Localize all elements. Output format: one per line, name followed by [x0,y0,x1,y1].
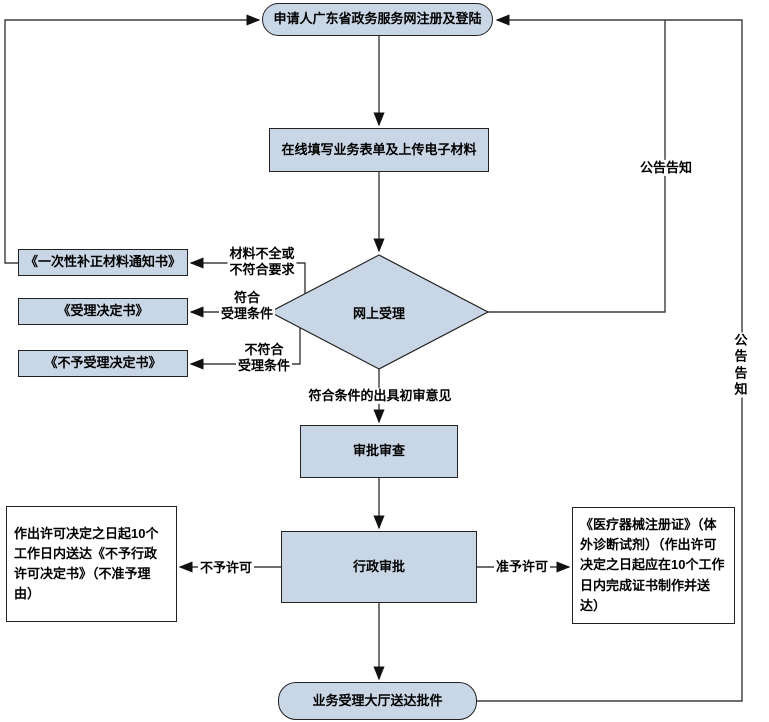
decision-node: 网上受理 [270,255,488,369]
supplement-notice-node: 《一次性补正材料通知书》 [18,249,188,276]
edge-label-grant: 准予许可 [493,558,551,576]
deny-result-label: 作出许可决定之日起10个工作日内送达《不予行政许可决定书》（不准予理由） [14,525,159,602]
edge-supplement-to-start [4,14,261,264]
edge-label-not-meets-conditions: 不符合 受理条件 [235,341,293,375]
start-node-label: 申请人广东省政务服务网注册及登陆 [273,11,482,27]
supplement-notice-label: 《一次性补正材料通知书》 [24,254,181,270]
online-form-node: 在线填写业务表单及上传电子材料 [269,128,489,172]
online-form-label: 在线填写业务表单及上传电子材料 [281,141,477,157]
edge-label-deny: 不予许可 [197,559,255,577]
edge-label-incomplete: 材料不全或 不符合要求 [227,245,297,279]
acceptance-decision-label: 《受理决定书》 [57,303,149,319]
edge-label-meets-conditions: 符合 受理条件 [218,289,276,323]
review-label: 审批审查 [352,443,405,459]
edge-label-initial-opinion: 符合条件的出具初审意见 [306,387,454,405]
edge-label-announce-top: 公告告知 [637,159,695,177]
rejection-decision-node: 《不予受理决定书》 [18,350,188,377]
acceptance-decision-node: 《受理决定书》 [18,298,188,325]
start-node: 申请人广东省政务服务网注册及登陆 [262,3,493,36]
rejection-decision-label: 《不予受理决定书》 [44,355,162,371]
admin-approval-label: 行政审批 [352,558,405,574]
edge-decision-to-rejection [189,328,301,370]
admin-approval-node: 行政审批 [281,531,477,603]
edge-label-announce-right: 公告告知 [727,332,755,398]
grant-result-label: 《医疗器械注册证》（体外诊断试剂）（作出许可决定之日起应在10个工作日内完成证书… [580,517,725,613]
deny-result-node: 作出许可决定之日起10个工作日内送达《不予行政许可决定书》（不准予理由） [6,506,177,622]
review-node: 审批审查 [300,425,458,478]
grant-result-node: 《医疗器械注册证》（体外诊断试剂）（作出许可决定之日起应在10个工作日内完成证书… [572,507,735,624]
decision-label: 网上受理 [352,305,405,321]
edge-decision-to-start-announce [488,20,666,313]
delivery-label: 业务受理大厅送达批件 [312,692,443,708]
delivery-node: 业务受理大厅送达批件 [278,682,477,720]
decision-diamond-shape [268,254,490,370]
